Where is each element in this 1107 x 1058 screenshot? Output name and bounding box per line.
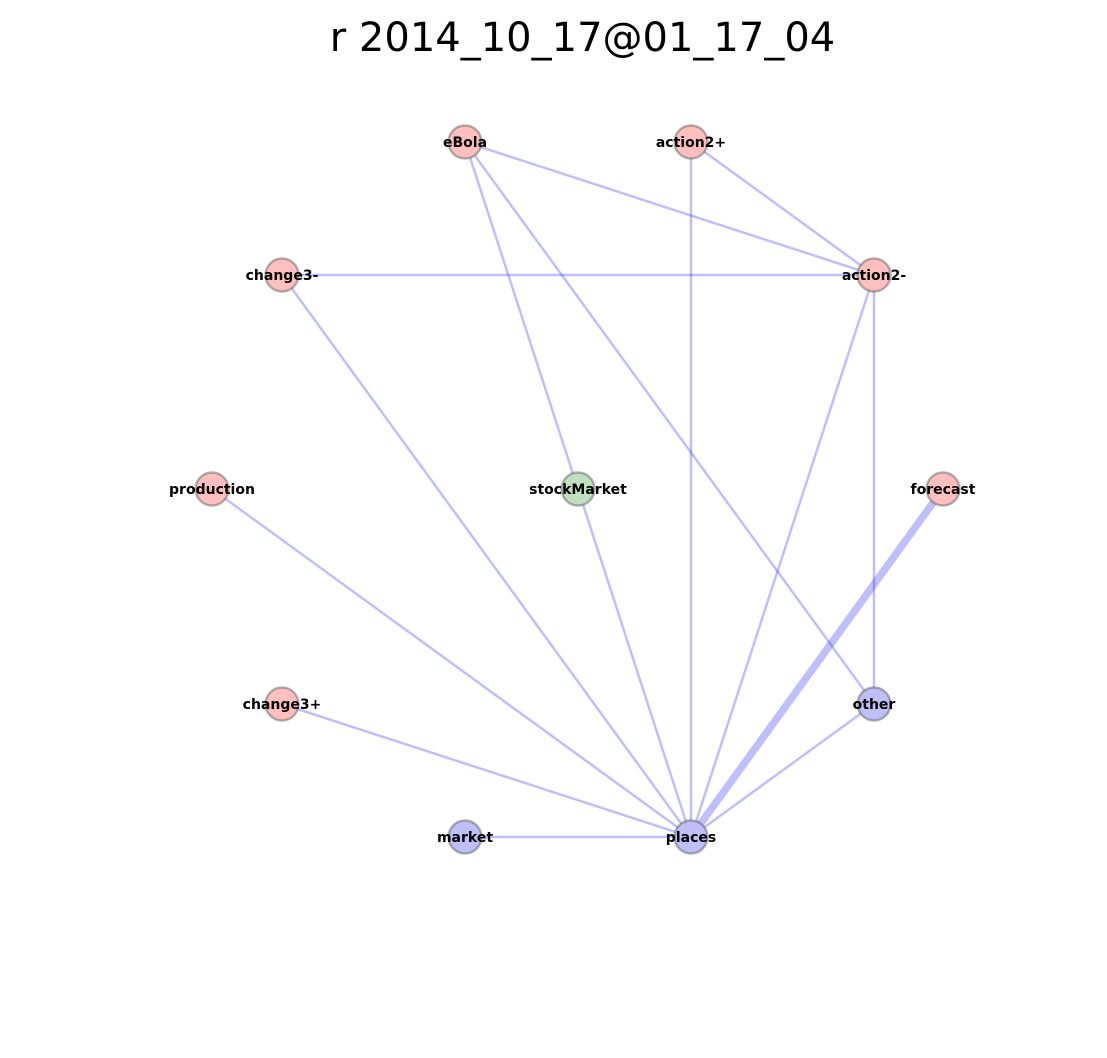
- node-circle-action2-: [856, 257, 892, 293]
- edge-eBola-action2-: [464, 140, 875, 277]
- node-stockMarket: stockMarket: [529, 471, 627, 507]
- edge-action2+-action2-: [690, 140, 875, 277]
- node-label-change3-: change3-: [246, 268, 319, 284]
- node-circle-change3-: [264, 257, 300, 293]
- node-places: places: [666, 819, 716, 855]
- node-production: production: [169, 471, 255, 507]
- node-circle-market: [447, 819, 483, 855]
- node-forecast: forecast: [911, 471, 976, 507]
- node-label-change3+: change3+: [243, 697, 322, 713]
- edge-eBola-other: [463, 141, 876, 705]
- edges-layer: [211, 140, 947, 840]
- node-eBola: eBola: [443, 124, 487, 160]
- node-action2-: action2-: [842, 257, 907, 293]
- node-circle-production: [194, 471, 230, 507]
- node-label-action2-: action2-: [842, 268, 907, 284]
- graph-title: r 2014_10_17@01_17_04: [329, 15, 836, 61]
- node-label-eBola: eBola: [443, 135, 487, 151]
- edge-action2--places: [689, 274, 876, 838]
- node-circle-stockMarket: [560, 471, 596, 507]
- node-action2+: action2+: [656, 124, 726, 160]
- node-circle-forecast: [925, 471, 961, 507]
- node-market: market: [437, 819, 493, 855]
- edge-eBola-stockMarket: [463, 141, 580, 490]
- nodes-layer: eBola action2+ change3- action2- production s…: [169, 124, 976, 855]
- node-circle-eBola: [447, 124, 483, 160]
- edge-change3+-places: [281, 702, 692, 839]
- node-change3+: change3+: [243, 686, 322, 722]
- node-label-forecast: forecast: [911, 482, 976, 498]
- edge-production-places: [211, 487, 692, 839]
- node-label-market: market: [437, 830, 493, 846]
- node-circle-places: [673, 819, 709, 855]
- node-label-places: places: [666, 830, 716, 846]
- node-label-stockMarket: stockMarket: [529, 482, 627, 498]
- node-other: other: [853, 686, 896, 722]
- node-circle-change3+: [264, 686, 300, 722]
- node-label-production: production: [169, 482, 255, 498]
- edge-stockMarket-places: [576, 488, 693, 838]
- node-label-action2+: action2+: [656, 135, 726, 151]
- node-change3-: change3-: [246, 257, 319, 293]
- node-circle-other: [856, 686, 892, 722]
- edge-change3--places: [280, 274, 693, 838]
- node-circle-action2+: [673, 124, 709, 160]
- edge-forecast-places: [687, 486, 947, 840]
- edge-other-places: [690, 702, 875, 839]
- node-label-other: other: [853, 697, 896, 713]
